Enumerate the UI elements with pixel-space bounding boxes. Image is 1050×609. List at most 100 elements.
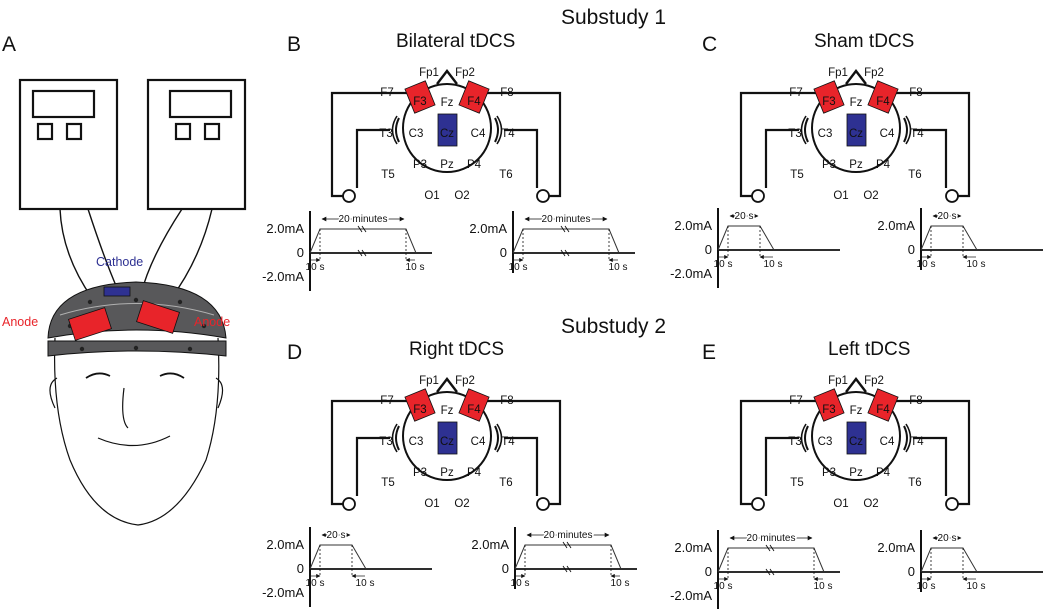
- electrode-label-f8: F8: [500, 395, 513, 407]
- electrode-label-fp1: Fp1: [828, 375, 848, 387]
- electrode-label-pz: Pz: [849, 467, 863, 479]
- y-label-zero: 0: [908, 564, 915, 579]
- y-label-pos: 2.0mA: [266, 221, 304, 236]
- ramp-label-start: 10 s: [917, 581, 936, 592]
- electrode-label-p4: P4: [876, 467, 891, 479]
- panel-b-title: Bilateral tDCS: [396, 31, 515, 52]
- waveform-trace: [717, 225, 775, 251]
- waveform-trace: [920, 547, 978, 573]
- electrode-label-fz: Fz: [850, 405, 863, 417]
- electrode-label-o2: O2: [454, 190, 469, 202]
- electrode-label-t4: T4: [501, 128, 515, 140]
- y-label-zero: 0: [705, 242, 712, 257]
- y-label-pos: 2.0mA: [877, 218, 915, 233]
- duration-label: 20 minutes: [339, 214, 388, 225]
- axis-break: [562, 541, 572, 573]
- substudy-2-title: Substudy 2: [561, 315, 666, 338]
- axis-break: [357, 225, 367, 257]
- electrode-label-fp2: Fp2: [455, 67, 475, 79]
- panel-e: E Left tDCS: [702, 339, 971, 511]
- electrode-label-f7: F7: [380, 87, 393, 99]
- axis-break: [765, 544, 775, 576]
- ramp-label-start: 10 s: [714, 581, 733, 592]
- y-label-neg: -2.0mA: [262, 585, 304, 600]
- electrode-label-t5: T5: [790, 169, 803, 181]
- panel-letter-e: E: [702, 341, 716, 364]
- electrode-label-fp1: Fp1: [828, 67, 848, 79]
- ramp-label-end: 10 s: [967, 259, 986, 270]
- panel-c-montage: [739, 69, 971, 203]
- electrode-label-cz: Cz: [849, 436, 863, 448]
- electrode-label-p4: P4: [876, 159, 891, 171]
- panel-b: B Bilateral tDCS: [287, 31, 562, 203]
- waveform-trace: [717, 547, 825, 573]
- ramp-label-end: 10 s: [764, 259, 783, 270]
- y-label-zero: 0: [502, 561, 509, 576]
- duration-label: 20 s: [938, 211, 957, 222]
- electrode-label-o1: O1: [833, 498, 848, 510]
- panel-d: D Right tDCS: [287, 339, 562, 511]
- electrode-label-t6: T6: [499, 169, 512, 181]
- electrode-label-t5: T5: [381, 477, 394, 489]
- panel-e-montage: [739, 377, 971, 511]
- electrode-label-f4: F4: [876, 404, 890, 416]
- electrode-label-f8: F8: [909, 87, 922, 99]
- electrode-label-p4: P4: [467, 159, 482, 171]
- electrode-label-fp2: Fp2: [864, 67, 884, 79]
- electrode-label-p3: P3: [413, 467, 427, 479]
- electrode-label-f4: F4: [876, 96, 890, 108]
- electrode-label-cz: Cz: [849, 128, 863, 140]
- waveform-trace: [309, 228, 417, 254]
- electrode-label-fz: Fz: [441, 97, 454, 109]
- y-label-zero: 0: [297, 245, 304, 260]
- electrode-label-t5: T5: [381, 169, 394, 181]
- electrode-label-o1: O1: [424, 498, 439, 510]
- panel-c: C Sham tDCS: [702, 31, 971, 203]
- electrode-label-fz: Fz: [850, 97, 863, 109]
- substudy-1-title: Substudy 1: [561, 6, 666, 29]
- y-label-zero: 0: [908, 242, 915, 257]
- ramp-label-end: 10 s: [406, 262, 425, 273]
- electrode-label-o2: O2: [863, 190, 878, 202]
- waveform-trace: [309, 544, 367, 570]
- y-label-pos: 2.0mA: [877, 540, 915, 555]
- waveform-trace: [514, 544, 622, 570]
- y-label-neg: -2.0mA: [670, 588, 712, 603]
- electrode-label-t3: T3: [788, 128, 801, 140]
- electrode-label-f7: F7: [789, 87, 802, 99]
- duration-label: 20 s: [938, 533, 957, 544]
- panel-b-montage: [330, 69, 562, 203]
- anode-label-left: Anode: [2, 315, 38, 329]
- waveform-trace: [920, 225, 978, 251]
- electrode-label-pz: Pz: [849, 159, 863, 171]
- ramp-label-end: 10 s: [611, 578, 630, 589]
- panel-e-title: Left tDCS: [828, 339, 910, 360]
- electrode-label-f3: F3: [413, 404, 426, 416]
- panel-letter-b: B: [287, 33, 301, 56]
- electrode-label-t3: T3: [379, 436, 392, 448]
- electrode-label-t6: T6: [908, 169, 921, 181]
- electrode-label-f8: F8: [500, 87, 513, 99]
- electrode-label-fp2: Fp2: [455, 375, 475, 387]
- y-label-neg: -2.0mA: [262, 269, 304, 284]
- y-label-zero: 0: [297, 561, 304, 576]
- electrode-label-p3: P3: [413, 159, 427, 171]
- electrode-label-pz: Pz: [440, 467, 454, 479]
- electrode-label-c3: C3: [409, 128, 424, 140]
- y-label-zero: 0: [705, 564, 712, 579]
- ramp-label-start: 10 s: [306, 578, 325, 589]
- y-label-pos: 2.0mA: [266, 537, 304, 552]
- axis-break: [560, 225, 570, 257]
- electrode-label-t4: T4: [501, 436, 515, 448]
